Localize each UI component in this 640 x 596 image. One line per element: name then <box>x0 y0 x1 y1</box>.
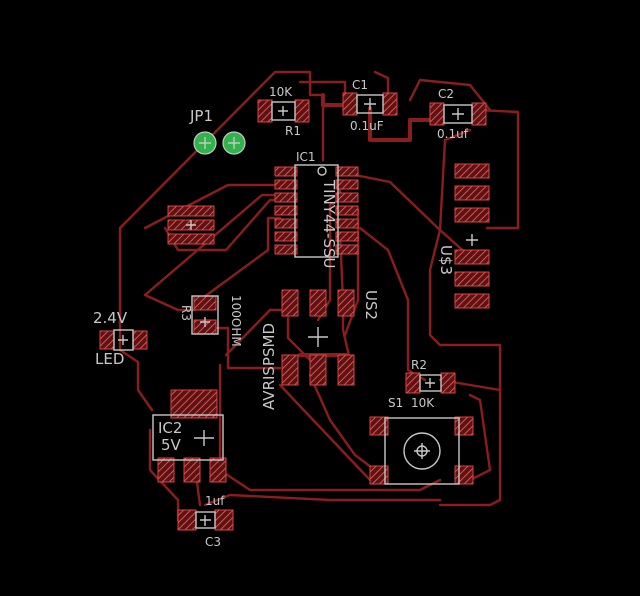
ic2-tab-pad <box>170 389 218 419</box>
s1-label: S1 <box>388 396 403 410</box>
ic1-pin-7 <box>274 244 298 255</box>
c2-pad-1 <box>429 102 445 126</box>
ic1-pin-13 <box>335 179 359 190</box>
u3-pad-6 <box>454 293 490 309</box>
avrisp-pad-2 <box>309 289 327 317</box>
ic1-label: IC1 <box>296 150 316 164</box>
r1-pad-1 <box>257 99 273 123</box>
c1-pad-2 <box>382 92 398 116</box>
ic1-pin-14 <box>335 166 359 177</box>
ic2-pin-2 <box>183 457 201 483</box>
ic2-pin-3 <box>209 457 227 483</box>
avrisp-label: AVRISPSMD <box>260 323 278 410</box>
ic1-pin-8 <box>335 244 359 255</box>
u3-pad-1 <box>454 163 490 179</box>
ic1-pin-3 <box>274 192 298 203</box>
r2-pad-2 <box>440 372 456 394</box>
led-label: LED <box>95 350 124 368</box>
c3-label: C3 <box>205 535 221 549</box>
s1-pad-1 <box>369 416 389 436</box>
s1-pad-3 <box>369 465 389 485</box>
r1-value-label: 10K <box>269 85 293 99</box>
r2-pad-1 <box>405 372 421 394</box>
ic1-part-label: TINY44-SSU <box>320 179 338 269</box>
u3-pad-5 <box>454 271 490 287</box>
c1-value-label: 0.1uF <box>350 119 384 133</box>
c3-value-label: 1uf <box>205 494 225 508</box>
s1-pad-2 <box>454 416 474 436</box>
ic2-label: IC2 <box>158 419 182 437</box>
r1-pad-2 <box>294 99 310 123</box>
avrisp-pad-6 <box>337 354 355 386</box>
header-pad-3 <box>167 233 215 245</box>
avrisp-pad-3 <box>337 289 355 317</box>
c3-pad-2 <box>214 509 234 531</box>
led-pad-2 <box>132 330 148 350</box>
u3-pad-4 <box>454 249 490 265</box>
r2-value-label: 10K <box>411 396 435 410</box>
c2-label: C2 <box>438 87 454 101</box>
s1-pad-4 <box>454 465 474 485</box>
ic1-pin-9 <box>335 231 359 242</box>
r1-label: R1 <box>285 124 301 138</box>
ic1-pin-1 <box>274 166 298 177</box>
ic1-pin-5 <box>274 218 298 229</box>
avrisp-pad-4 <box>281 354 299 386</box>
r3-value-label: 100OHM <box>229 295 243 347</box>
ic1-pin-11 <box>335 205 359 216</box>
ic1-pin-12 <box>335 192 359 203</box>
silkscreen <box>113 94 478 529</box>
ic2-pin-1 <box>157 457 175 483</box>
led-voltage-label: 2.4V <box>93 309 128 327</box>
ic2-value-label: 5V <box>161 436 182 454</box>
u3-pad-2 <box>454 185 490 201</box>
avrisp-pad-1 <box>281 289 299 317</box>
avrisp-pad-5 <box>309 354 327 386</box>
r3-pad-1 <box>193 295 217 311</box>
c2-pad-2 <box>471 102 487 126</box>
c1-label: C1 <box>352 78 368 92</box>
jp1-label: JP1 <box>189 107 213 125</box>
ic1-pin-6 <box>274 231 298 242</box>
ic1-pin-10 <box>335 218 359 229</box>
r3-label: R3 <box>179 305 193 321</box>
led-pad-1 <box>99 330 115 350</box>
labels: JP1 10K R1 C1 0.1uF C2 0.1uf IC1 TINY44-… <box>93 78 469 549</box>
ic1-pin-4 <box>274 205 298 216</box>
c2-value-label: 0.1uf <box>437 127 469 141</box>
ic1-pin-2 <box>274 179 298 190</box>
us3-label: U$3 <box>437 245 455 275</box>
c3-pad-1 <box>177 509 197 531</box>
us2-label: US2 <box>362 290 380 320</box>
u3-pad-3 <box>454 207 490 223</box>
header-pad-1 <box>167 205 215 217</box>
r2-label: R2 <box>411 358 427 372</box>
c1-pad-1 <box>342 92 358 116</box>
